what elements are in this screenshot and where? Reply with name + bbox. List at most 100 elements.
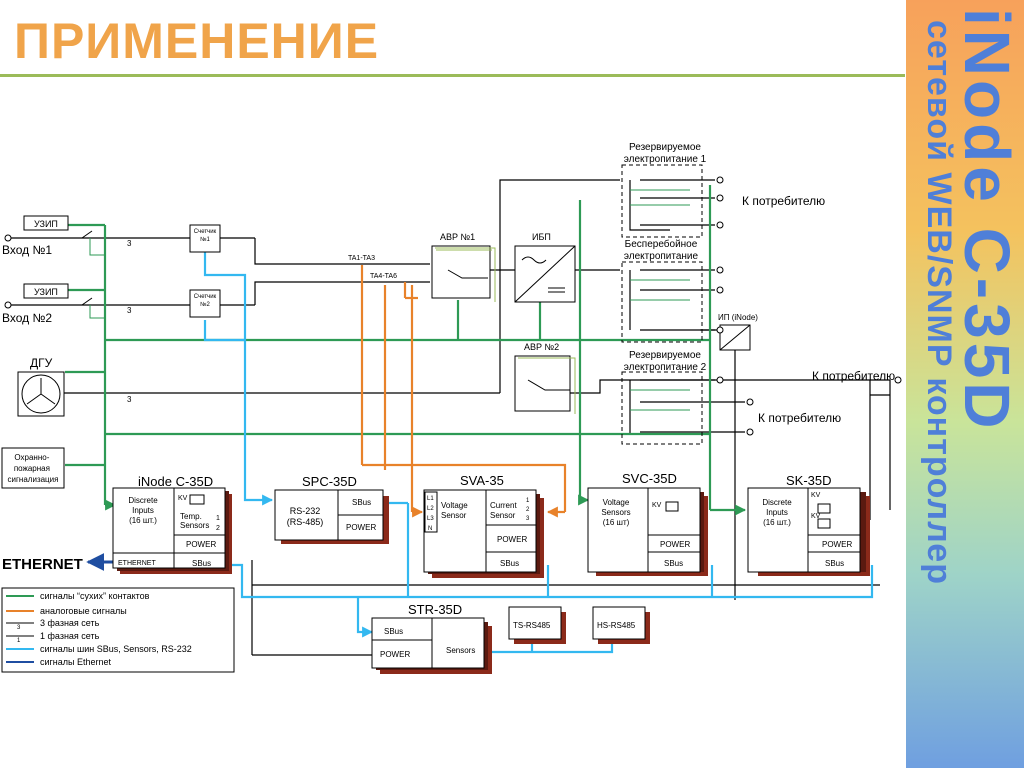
- svg-text:3: 3: [17, 625, 21, 631]
- svg-text:SBus: SBus: [384, 627, 403, 636]
- module-svc-title: SVC-35D: [622, 471, 677, 486]
- legend-item-ethernet: сигналы Ethernet: [6, 657, 112, 667]
- svg-text:SBus: SBus: [825, 559, 844, 568]
- svg-text:HS-RS485: HS-RS485: [597, 621, 636, 630]
- svg-text:1: 1: [17, 638, 21, 644]
- svg-text:1 фазная сеть: 1 фазная сеть: [40, 631, 100, 641]
- alarm-line-3: сигнализация: [8, 475, 59, 484]
- svg-text:сигналы “сухих” контактов: сигналы “сухих” контактов: [40, 591, 150, 601]
- svg-text:POWER: POWER: [660, 540, 690, 549]
- svg-text:SBus: SBus: [664, 559, 683, 568]
- svg-text:KV: KV: [178, 495, 188, 502]
- svg-text:KV: KV: [652, 502, 662, 509]
- application-diagram: ETHERNET УЗИП Вход №1 3 УЗИП Вход №2 3 Д…: [1, 142, 902, 674]
- avr-1: АВР №1: [431, 232, 496, 302]
- generator-label: ДГУ: [30, 356, 53, 370]
- legend-item-analog: аналоговые сигналы: [6, 606, 127, 616]
- svg-text:POWER: POWER: [497, 535, 527, 544]
- generator: ДГУ 3: [17, 356, 132, 417]
- ups-label: ИБП: [532, 232, 551, 242]
- consumer-label-3: К потребителю: [758, 411, 841, 425]
- zone-uninterruptible: [621, 261, 703, 343]
- uzip-1-label: УЗИП: [34, 219, 58, 229]
- svg-text:2: 2: [216, 525, 220, 532]
- svg-text:TS-RS485: TS-RS485: [513, 621, 551, 630]
- module-ts-rs485: TS-RS485: [508, 606, 566, 644]
- legend-item-dry-contacts: сигналы “сухих” контактов: [6, 591, 150, 601]
- module-sva-title: SVA-35: [460, 473, 504, 488]
- svg-text:KV: KV: [811, 513, 821, 520]
- psu-label: ИП (iNode): [718, 313, 758, 322]
- svg-text:сигналы Ethernet: сигналы Ethernet: [40, 657, 112, 667]
- uzip-2-box: [23, 283, 69, 299]
- input-feed-2: УЗИП Вход №2 3: [2, 283, 132, 325]
- terminals: [716, 176, 902, 436]
- analog-lines: [360, 265, 567, 518]
- sidebar-subtitle: сетевой WEB/SNMP контроллер: [920, 20, 958, 585]
- avr-2: АВР №2: [514, 342, 576, 414]
- svg-text:L3: L3: [427, 516, 434, 522]
- alarm-line-2: пожарная: [14, 464, 50, 473]
- svg-text:SBus: SBus: [500, 559, 519, 568]
- psu-inode: ИП (iNode): [718, 313, 758, 351]
- input-1-label: Вход №1: [2, 243, 52, 257]
- phase-mark-3: 3: [127, 239, 132, 248]
- input-feed-1: УЗИП Вход №1 3: [2, 215, 132, 257]
- thin-green-lines: [89, 189, 690, 411]
- svg-text:Sensors: Sensors: [446, 646, 475, 655]
- input-2-label: Вход №2: [2, 311, 52, 325]
- svg-text:POWER: POWER: [380, 650, 410, 659]
- svg-text:POWER: POWER: [346, 523, 376, 532]
- consumer-label-2: К потребителю: [812, 369, 895, 383]
- zone-reserved-1: [621, 164, 703, 238]
- legend-item-one-phase: 1 1 фазная сеть: [6, 631, 100, 644]
- uzip-1-box: [23, 215, 69, 231]
- module-str: STR-35D SBus POWER Sensors: [371, 602, 492, 674]
- inode-temp-label: Temp.Sensors: [180, 512, 209, 530]
- alarm-system: Охранно- пожарная сигнализация: [1, 447, 65, 489]
- ct-label-1: TA1-TA3: [348, 255, 375, 262]
- sbus-lines: [203, 252, 874, 654]
- title-underline: [0, 74, 905, 77]
- module-spc: SPC-35D RS-232(RS-485) SBus POWER: [274, 474, 389, 544]
- svg-text:2: 2: [526, 507, 530, 513]
- svg-text:SBus: SBus: [352, 498, 371, 507]
- svg-text:аналоговые сигналы: аналоговые сигналы: [40, 606, 127, 616]
- dry-contact-lines: [65, 185, 747, 516]
- legend-item-three-phase: 3 3 фазная сеть: [6, 618, 100, 631]
- module-sk-title: SK-35D: [786, 473, 832, 488]
- input-1-terminal-icon: [4, 234, 12, 242]
- svg-text:3: 3: [526, 516, 530, 522]
- input-2-terminal-icon: [4, 301, 12, 309]
- svg-text:ETHERNET: ETHERNET: [118, 560, 156, 567]
- uzip-2-label: УЗИП: [34, 287, 58, 297]
- page-title: ПРИМЕНЕНИЕ: [14, 13, 380, 69]
- svg-text:сигналы шин SBus, Sensors, RS-: сигналы шин SBus, Sensors, RS-232: [40, 644, 192, 654]
- svg-text:POWER: POWER: [186, 540, 216, 549]
- avr-1-label: АВР №1: [440, 232, 475, 242]
- svg-text:SBus: SBus: [192, 559, 211, 568]
- module-hs-rs485: HS-RS485: [592, 606, 650, 644]
- module-str-title: STR-35D: [408, 602, 462, 617]
- svg-text:L1: L1: [427, 496, 434, 502]
- sidebar-banner: [906, 0, 1024, 768]
- consumer-label-1: К потребителю: [742, 194, 825, 208]
- phase-mark-3: 3: [127, 395, 132, 404]
- alarm-line-1: Охранно-: [14, 453, 49, 462]
- module-inode-title: iNode C-35D: [138, 474, 213, 489]
- svg-text:1: 1: [526, 498, 530, 504]
- avr-2-label: АВР №2: [524, 342, 559, 352]
- ups: ИБП: [514, 232, 576, 303]
- svg-text:POWER: POWER: [822, 540, 852, 549]
